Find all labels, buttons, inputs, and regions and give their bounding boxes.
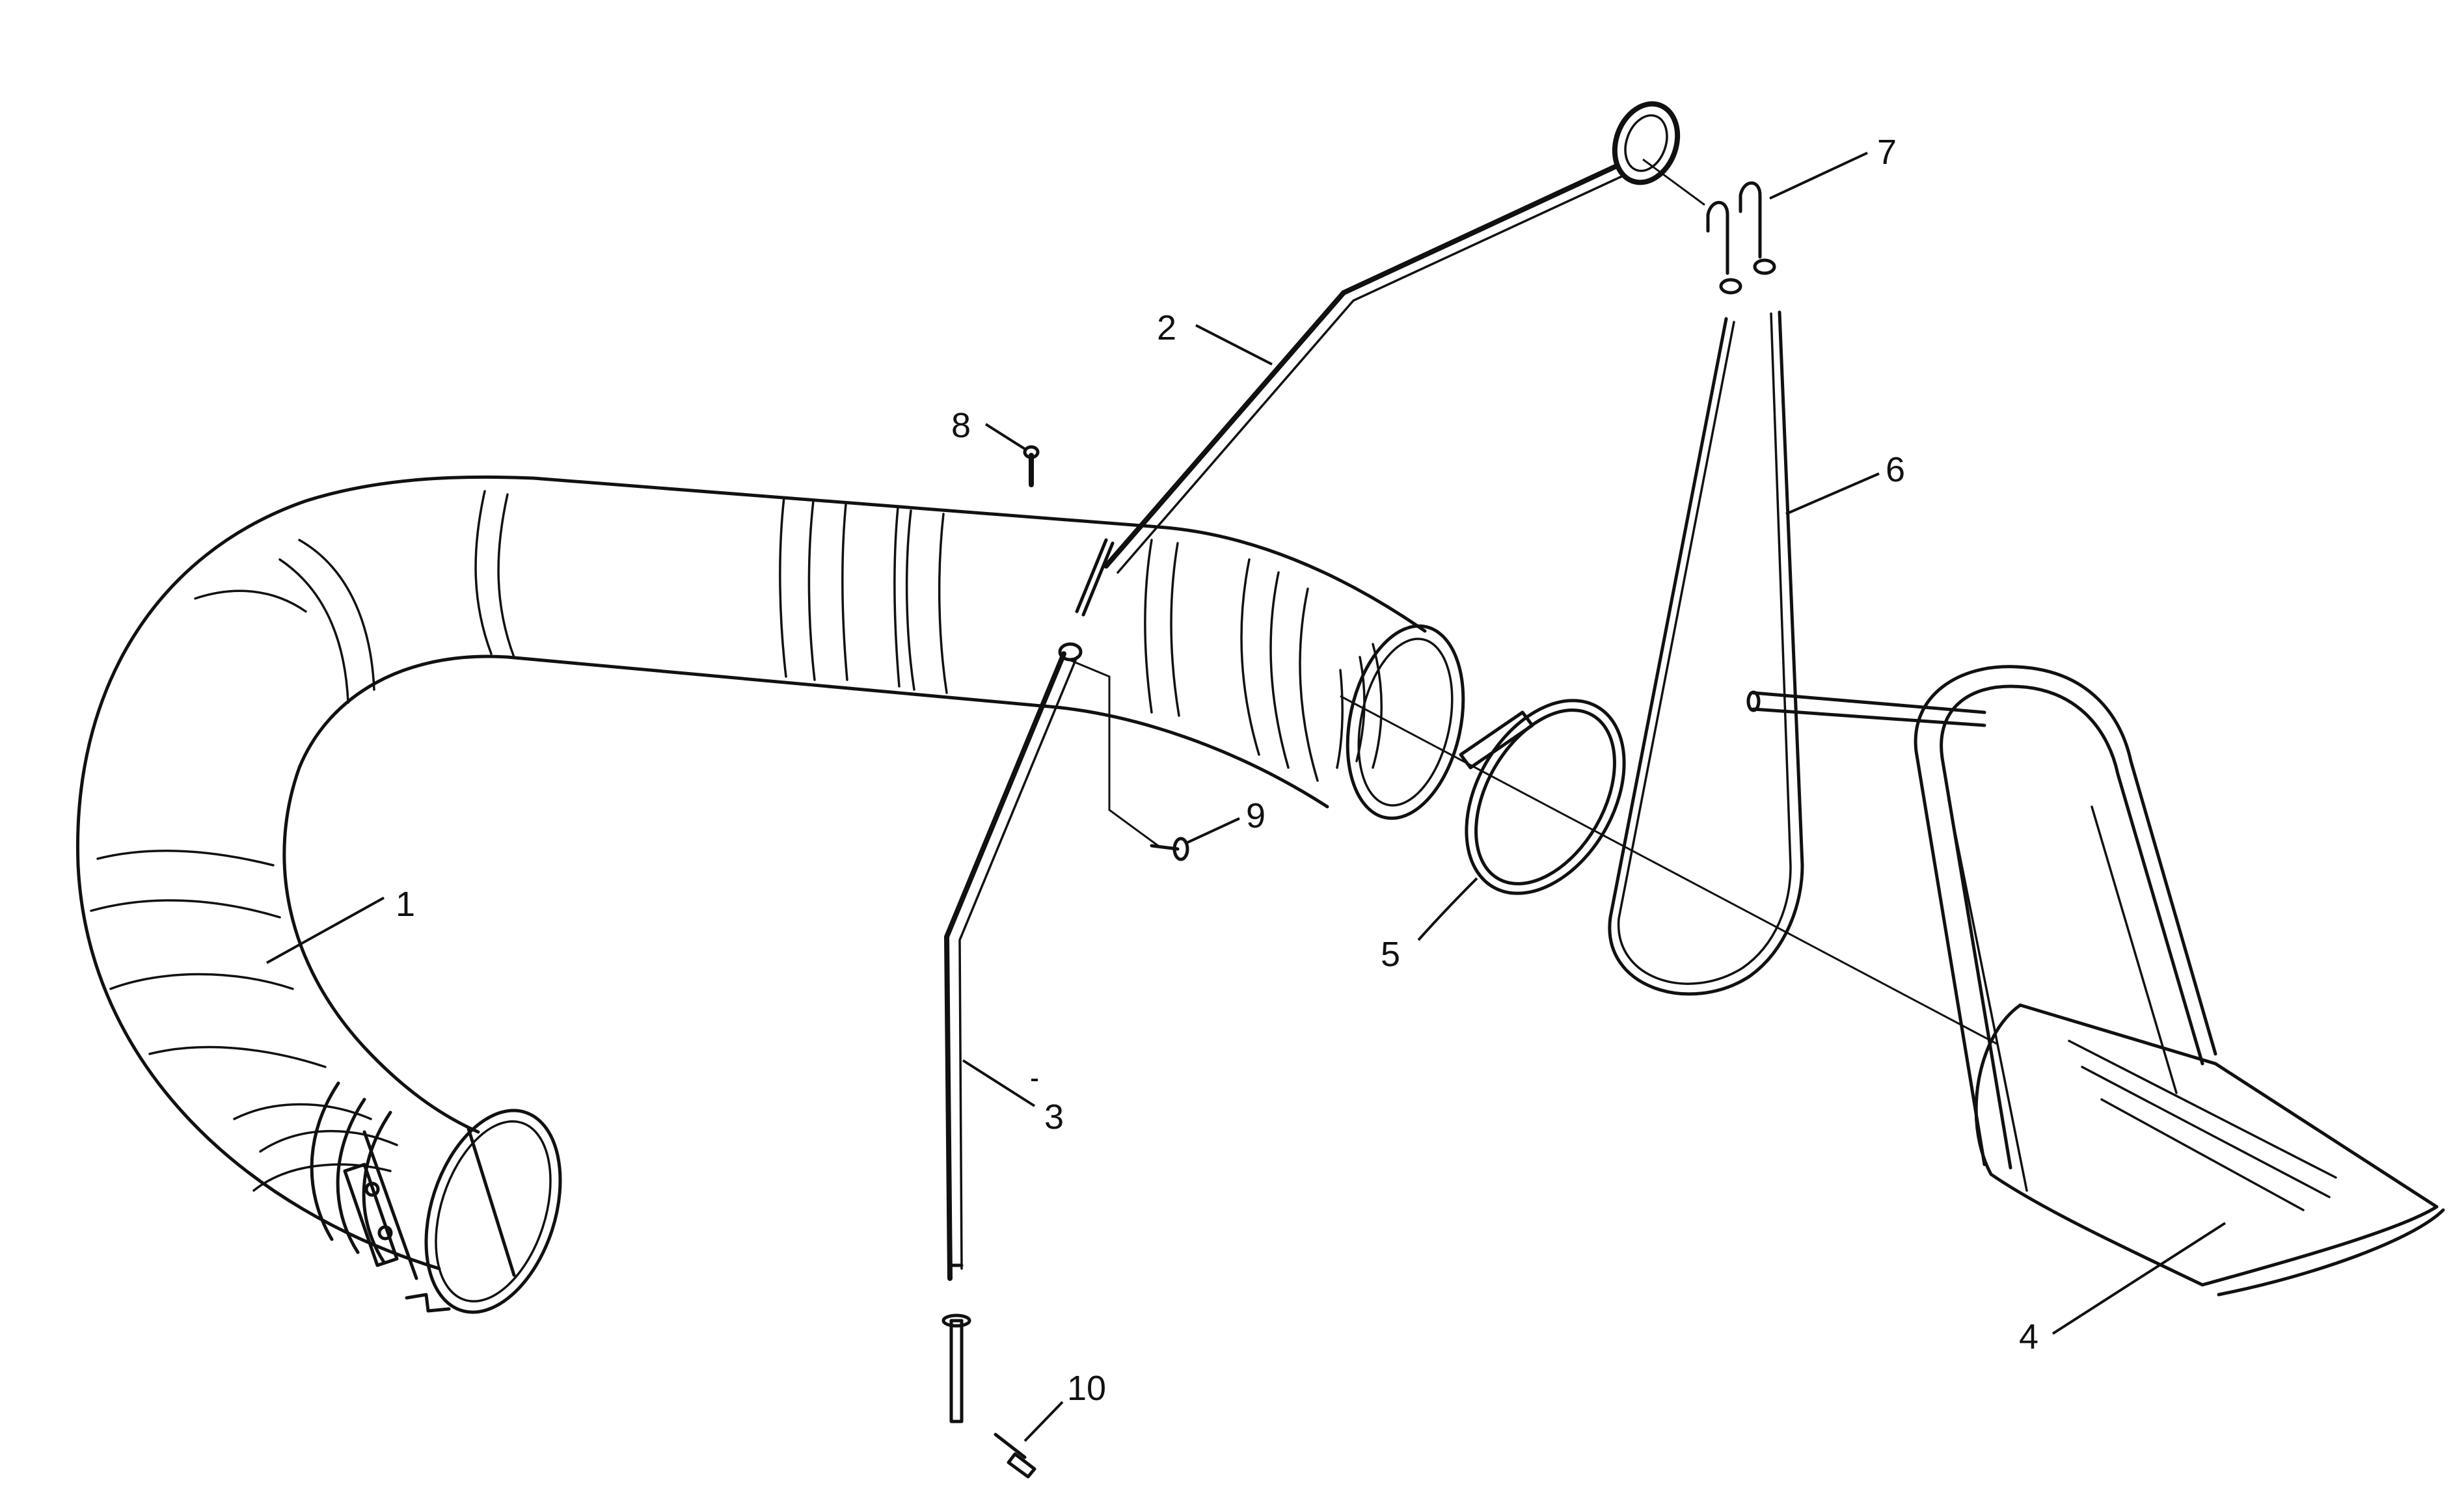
part-8-pin xyxy=(1023,445,1040,487)
part-5-hose-clamp xyxy=(1459,699,1626,895)
part-3-vertical-rod xyxy=(941,642,1083,1423)
callout-3: 3 xyxy=(1044,1097,1064,1137)
callout-1: 1 xyxy=(396,885,415,924)
callout-6: 6 xyxy=(1886,450,1905,489)
callout-10: 10 xyxy=(1067,1369,1106,1408)
callout-7: 7 xyxy=(1877,133,1897,172)
leader-lines xyxy=(266,152,2227,1442)
part-1-flexible-duct xyxy=(75,475,1465,1314)
callout-4: 4 xyxy=(2019,1317,2038,1356)
callout-9: 9 xyxy=(1246,796,1266,835)
assembly-center-lines xyxy=(1070,158,1998,1045)
callout-8: 8 xyxy=(951,406,971,445)
part-2-support-rod xyxy=(1075,101,1681,617)
callout-5: 5 xyxy=(1381,935,1400,974)
callout-2: 2 xyxy=(1157,308,1176,347)
part-4-floor-nozzle xyxy=(1746,665,2445,1297)
part-10-pin xyxy=(994,1433,1036,1479)
callout-labels: 1 2 3 4 5 6 7 8 9 10 xyxy=(396,133,2038,1408)
part-7-j-hooks xyxy=(1706,181,1776,295)
part-9-rivet xyxy=(1150,837,1189,861)
part-6-wire-strap xyxy=(1608,310,1804,996)
